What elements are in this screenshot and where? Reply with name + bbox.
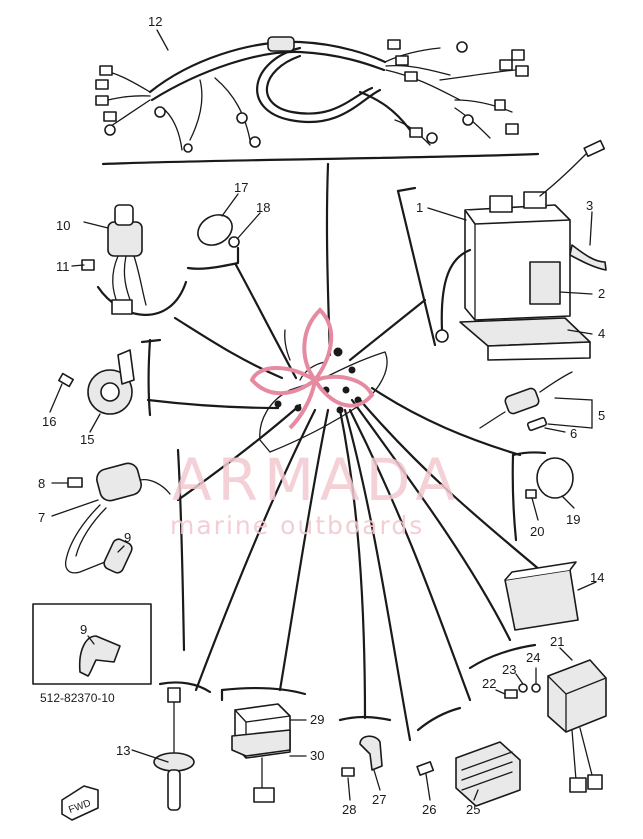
fuse-holder [479, 371, 573, 432]
cover-plate [197, 214, 240, 248]
rectifier [416, 741, 521, 807]
watermark-tagline: marine outboards [170, 511, 424, 540]
fwd-arrow: FWD [61, 785, 99, 821]
callout-18: 18 [256, 200, 270, 215]
sender-unit [153, 687, 195, 811]
callout-9-inset: 9 [80, 622, 87, 637]
callout-12: 12 [148, 14, 162, 29]
callout-14: 14 [590, 570, 604, 585]
callout-30: 30 [310, 748, 324, 763]
callout-17: 17 [234, 180, 248, 195]
clamp [341, 735, 383, 777]
relay [231, 703, 291, 803]
callout-5: 5 [598, 408, 605, 423]
bracket-lines [96, 152, 547, 732]
callout-22: 22 [482, 676, 496, 691]
callout-21: 21 [550, 634, 564, 649]
callout-7: 7 [38, 510, 45, 525]
battery-group [435, 139, 607, 361]
callout-25: 25 [466, 802, 480, 817]
wire-harness [95, 36, 529, 153]
callout-29: 29 [310, 712, 324, 727]
callout-numbers: 12 1 2 3 4 5 6 10 11 17 18 16 15 8 7 9 9 [38, 14, 605, 817]
callout-3: 3 [586, 198, 593, 213]
callout-26: 26 [422, 802, 436, 817]
cdi-unit [504, 659, 607, 793]
callout-24: 24 [526, 650, 540, 665]
callout-20: 20 [530, 524, 544, 539]
callout-19: 19 [566, 512, 580, 527]
ignition-coil [64, 462, 171, 574]
frame-outline [259, 329, 388, 453]
callout-15: 15 [80, 432, 94, 447]
horn [58, 349, 135, 415]
callout-11: 11 [56, 259, 70, 274]
callout-28: 28 [342, 802, 356, 817]
main-switch [81, 204, 147, 315]
watermark-logo [249, 307, 375, 430]
callout-16: 16 [42, 414, 56, 429]
watermark-brand: ARMADA [172, 446, 461, 514]
callout-4: 4 [598, 326, 605, 341]
callout-1: 1 [416, 200, 423, 215]
callout-23: 23 [502, 662, 516, 677]
leader-lines [146, 162, 542, 742]
inset-box [32, 603, 152, 685]
inset-part-number: 512-82370-10 [40, 691, 115, 705]
callout-27: 27 [372, 792, 386, 807]
callout-6: 6 [570, 426, 577, 441]
callout-13: 13 [116, 743, 130, 758]
callout-9: 9 [124, 530, 131, 545]
callout-8: 8 [38, 476, 45, 491]
round-cover [525, 457, 574, 499]
control-unit [504, 561, 579, 631]
callout-10: 10 [56, 218, 70, 233]
callout-2: 2 [598, 286, 605, 301]
